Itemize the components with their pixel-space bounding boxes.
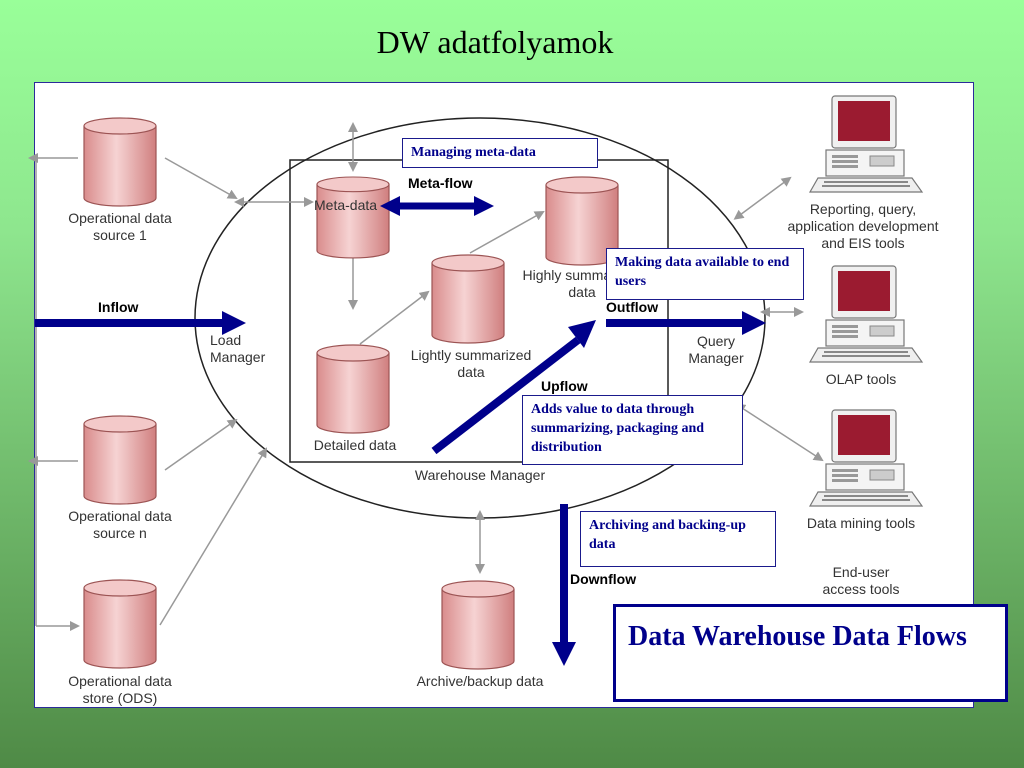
metadata-cylinder (316, 176, 390, 259)
slide-title: DW adatfolyamok (376, 24, 614, 60)
sourceN-label: Operational data source n (68, 508, 172, 541)
meta-data-callout: Managing meta-data (402, 138, 598, 168)
detailed-data-cylinder (316, 344, 390, 434)
archive-cylinder (441, 580, 515, 670)
lightly-summarized-cylinder (431, 254, 505, 344)
sourceN-cylinder (83, 415, 157, 505)
detailed-data-label: Detailed data (313, 437, 397, 453)
upflow-arrow (431, 336, 581, 455)
source1-label: Operational data source 1 (68, 210, 172, 243)
end-user-tools-label: End-user access tools (822, 564, 900, 597)
olap-tools-label: OLAP tools (825, 371, 897, 387)
reporting-computer-icon (809, 95, 923, 193)
metaflow-label: Meta-flow (408, 175, 473, 191)
mining-tools-label: Data mining tools (806, 515, 916, 531)
upflow-label: Upflow (541, 378, 588, 394)
data-available-callout: Making data available to end users (606, 248, 804, 300)
warehouse-manager-label: Warehouse Manager (414, 467, 546, 483)
ods-cylinder (83, 579, 157, 669)
main-title-callout: Data Warehouse Data Flows (613, 604, 1008, 702)
mining-computer-icon (809, 409, 923, 507)
inflow-label: Inflow (98, 299, 139, 315)
outflow-label: Outflow (606, 299, 659, 315)
source1-cylinder (83, 117, 157, 207)
reporting-tools-label: Reporting, query, application developmen… (787, 201, 939, 251)
adds-value-callout: Adds value to data through summarizing, … (522, 395, 743, 465)
load-manager-label: Load Manager (210, 332, 266, 365)
downflow-label: Downflow (570, 571, 637, 587)
metadata-label: Meta-data (314, 197, 378, 213)
archive-label: Archive/backup data (416, 673, 544, 689)
ods-label: Operational data store (ODS) (68, 673, 172, 706)
olap-computer-icon (809, 265, 923, 363)
query-manager-label: Query Manager (688, 333, 744, 366)
archiving-callout: Archiving and backing-up data (580, 511, 776, 567)
lightly-summarized-label: Lightly summarized data (410, 347, 532, 380)
